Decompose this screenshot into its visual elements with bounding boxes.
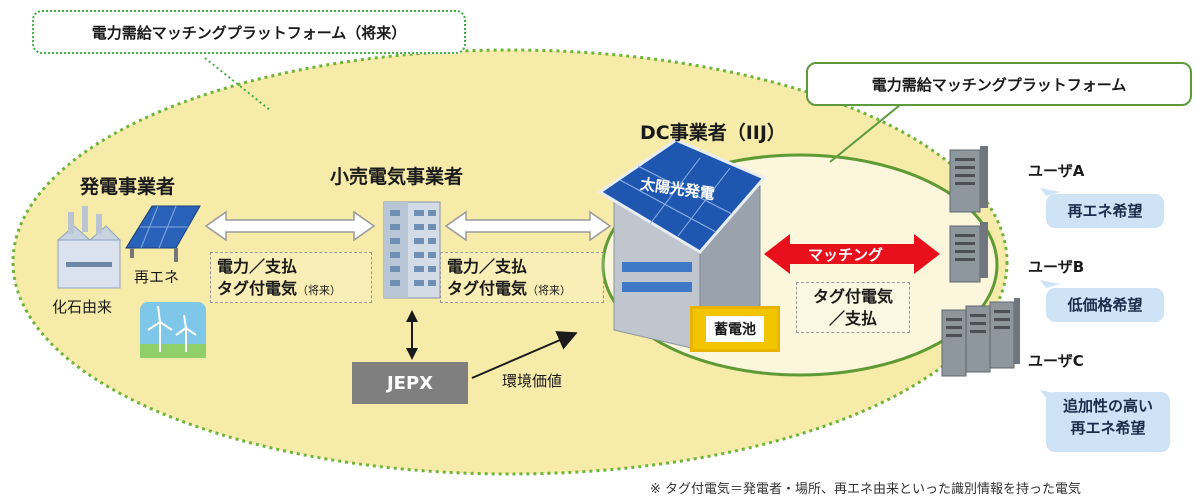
retail-dc-flow-box: 電力／支払 タグ付電気（将来）: [440, 252, 604, 304]
user-c-wish-line1: 追加性の高い: [1062, 397, 1153, 415]
wind-turbine-icon: [140, 302, 206, 358]
retail-dc-arrow: [444, 210, 612, 242]
user-b-label: ユーザB: [1028, 258, 1085, 276]
gen-retail-flow-box: 電力／支払 タグ付電気（将来）: [210, 252, 372, 304]
jepx-label: JEPX: [386, 372, 434, 394]
matching-label: マッチング: [808, 246, 884, 264]
retail-dc-flow-line2: タグ付電気: [447, 278, 528, 298]
user-b-bubble: 低価格希望: [1046, 288, 1164, 322]
user-a-label: ユーザA: [1028, 162, 1085, 180]
bubble-tail-b: [1040, 280, 1060, 288]
dc-label: DC事業者（IIJ）: [640, 122, 786, 144]
platform-label: 電力需給マッチングプラットフォーム: [871, 75, 1127, 94]
fossil-label: 化石由来: [52, 298, 113, 316]
matching-arrow: [764, 234, 940, 274]
battery-box: 蓄電池: [690, 306, 780, 352]
user-a-wish: 再エネ希望: [1067, 202, 1143, 220]
dc-users-flow-box: タグ付電気 ／支払: [796, 282, 910, 334]
factory-icon: [56, 206, 122, 289]
future-callout-tail: [204, 57, 271, 111]
gen-retail-flow-line2: タグ付電気: [217, 278, 298, 298]
server-icon-b: [949, 222, 988, 283]
environmental-value-arrow: [471, 331, 578, 379]
solar-panel-icon: [125, 205, 201, 262]
gen-retail-arrow: [204, 210, 376, 242]
renewable-label: 再エネ: [134, 268, 180, 286]
dc-users-flow-line2: ／支払: [828, 308, 877, 328]
platform-callout: 電力需給マッチングプラットフォーム: [806, 62, 1192, 106]
retailer-label: 小売電気事業者: [330, 166, 464, 188]
retail-dc-flow-note: （将来）: [527, 283, 572, 297]
user-c-wish-line2: 再エネ希望: [1070, 418, 1146, 437]
user-b-wish: 低価格希望: [1067, 296, 1143, 314]
platform-callout-tail: [829, 104, 901, 163]
dc-users-flow-line1: タグ付電気: [812, 287, 893, 306]
jepx-box: JEPX: [352, 362, 468, 404]
generator-label: 発電事業者: [80, 176, 176, 198]
future-platform-callout: 電力需給マッチングプラットフォーム（将来）: [32, 10, 466, 54]
future-platform-label: 電力需給マッチングプラットフォーム（将来）: [91, 23, 407, 42]
environmental-value-label: 環境価値: [502, 372, 563, 390]
gen-retail-flow-line1: 電力／支払: [217, 257, 298, 276]
user-c-label: ユーザC: [1028, 352, 1084, 370]
user-a-bubble: 再エネ希望: [1046, 194, 1164, 228]
retail-jepx-arrow: [406, 310, 418, 360]
server-icon-c: [941, 298, 1020, 377]
battery-label: 蓄電池: [706, 316, 764, 342]
footnote: ※ タグ付電気＝発電者・場所、再エネ由来といった識別情報を持った電気: [650, 482, 1082, 497]
server-icon-a: [949, 146, 988, 213]
gen-retail-flow-note: （将来）: [297, 283, 342, 297]
office-building-icon: [383, 201, 441, 299]
retail-dc-flow-line1: 電力／支払: [447, 257, 528, 276]
bubble-tail-a: [1040, 188, 1060, 196]
user-c-bubble: 追加性の高い 再エネ希望: [1046, 392, 1170, 452]
